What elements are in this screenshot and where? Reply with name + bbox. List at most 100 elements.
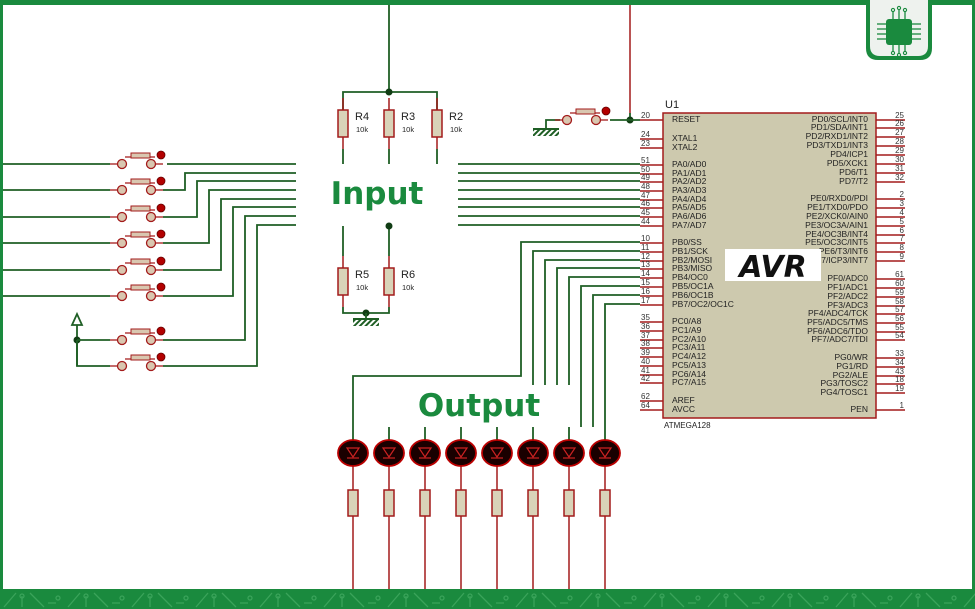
pin-number: 15 — [641, 278, 650, 287]
chip-ref: U1 — [665, 99, 679, 111]
circuit-pad — [183, 595, 189, 601]
led[interactable] — [445, 439, 477, 589]
push-button[interactable] — [110, 176, 166, 196]
pin-number: 30 — [895, 155, 904, 164]
push-button[interactable] — [110, 229, 166, 249]
resistor-body — [347, 489, 359, 517]
led[interactable] — [409, 439, 441, 589]
push-button[interactable] — [110, 150, 166, 170]
led[interactable] — [337, 439, 369, 589]
push-button[interactable] — [110, 203, 166, 223]
resistor-body — [599, 489, 611, 517]
push-button[interactable] — [110, 256, 166, 276]
led[interactable] — [517, 439, 549, 589]
pin-number: 41 — [641, 366, 650, 375]
circuit-trace — [67, 592, 120, 608]
led[interactable] — [481, 439, 513, 589]
push-button[interactable] — [110, 326, 166, 346]
pin-label: PE6/T3/INT6 — [819, 246, 868, 256]
circuit-pad — [55, 595, 61, 601]
circuit-pad — [595, 593, 601, 599]
led[interactable] — [553, 439, 585, 589]
pin-number: 3 — [900, 199, 905, 208]
pin-number: 32 — [895, 173, 904, 182]
led[interactable] — [373, 439, 405, 589]
push-button[interactable] — [555, 106, 611, 126]
push-button[interactable] — [110, 282, 166, 302]
pin-label: PD3/TXD1/INT3 — [807, 140, 869, 150]
led-body — [589, 439, 621, 467]
diode-symbol — [561, 447, 577, 459]
circuit-pad — [951, 595, 957, 601]
wires — [3, 5, 640, 445]
led[interactable] — [589, 439, 621, 589]
button-cap — [130, 178, 151, 185]
push-button[interactable] — [110, 352, 166, 372]
